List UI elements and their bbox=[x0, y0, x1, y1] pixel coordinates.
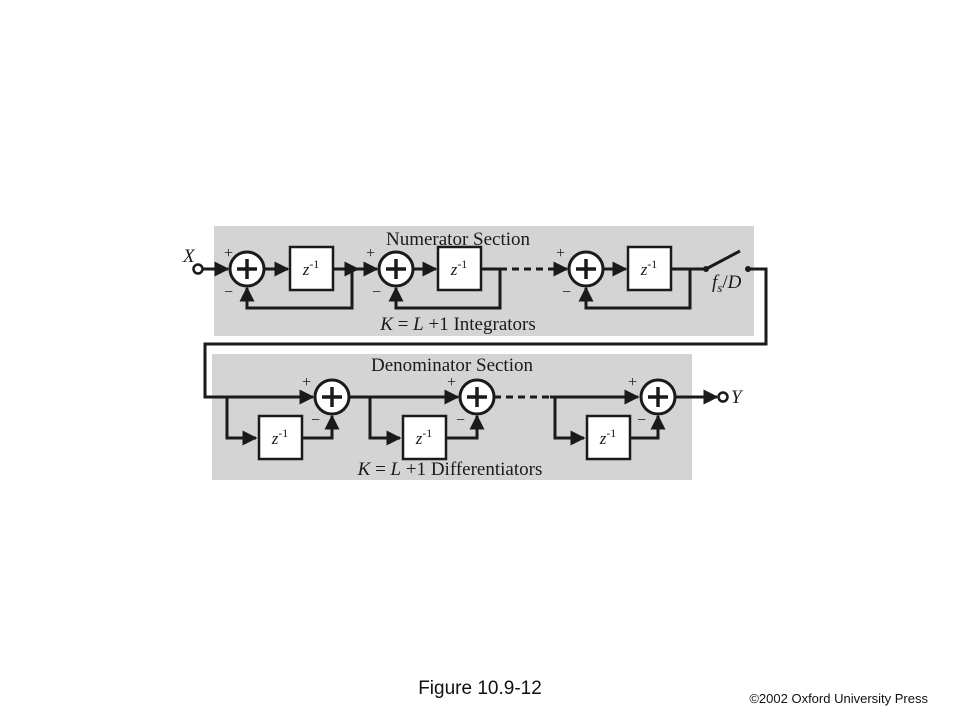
delay-label: z-1 bbox=[640, 257, 658, 279]
plus-sign: + bbox=[447, 374, 456, 391]
minus-sign: − bbox=[562, 284, 571, 301]
numerator-title: Numerator Section bbox=[386, 229, 531, 250]
delay-box-dk bbox=[585, 414, 632, 461]
switch-blade bbox=[705, 249, 741, 271]
input-port bbox=[192, 263, 204, 275]
decimation-switch: fs/D bbox=[703, 249, 751, 295]
copyright-notice: ©2002 Oxford University Press bbox=[749, 691, 928, 706]
switch-label: fs/D bbox=[712, 272, 742, 295]
input-x-label: X bbox=[182, 246, 196, 267]
denominator-count-label: K = L +1 Differentiators bbox=[357, 459, 543, 480]
minus-sign: − bbox=[637, 412, 646, 429]
integrator-k: + − z-1 bbox=[556, 245, 704, 310]
denominator-title: Denominator Section bbox=[371, 355, 533, 376]
output-y-label: Y bbox=[731, 387, 744, 408]
plus-sign: + bbox=[628, 374, 637, 391]
delay-box-k bbox=[626, 245, 673, 292]
delay-box-d2 bbox=[401, 414, 448, 461]
minus-sign: − bbox=[224, 284, 233, 301]
delay-label: z-1 bbox=[271, 426, 289, 448]
numerator-count-label: K = L +1 Integrators bbox=[379, 314, 536, 335]
delay-label: z-1 bbox=[302, 257, 320, 279]
differentiator-k: z-1 + − bbox=[550, 374, 677, 461]
section-interconnect-wire bbox=[203, 267, 768, 399]
delay-label: z-1 bbox=[450, 257, 468, 279]
plus-sign: + bbox=[366, 245, 375, 262]
integrator-2: + − z-1 bbox=[358, 245, 502, 310]
plus-sign: + bbox=[302, 374, 311, 391]
differentiator-1: z-1 + − bbox=[213, 374, 351, 461]
delay-box-d1 bbox=[257, 414, 304, 461]
delay-label: z-1 bbox=[415, 426, 433, 448]
delay-label: z-1 bbox=[599, 426, 617, 448]
integrator-1: + − z-1 bbox=[224, 245, 360, 310]
output-port bbox=[717, 391, 729, 403]
minus-sign: − bbox=[456, 412, 465, 429]
minus-sign: − bbox=[372, 284, 381, 301]
plus-sign: + bbox=[224, 245, 233, 262]
figure-caption: Figure 10.9-12 bbox=[418, 678, 542, 699]
plus-sign: + bbox=[556, 245, 565, 262]
minus-sign: − bbox=[311, 412, 320, 429]
